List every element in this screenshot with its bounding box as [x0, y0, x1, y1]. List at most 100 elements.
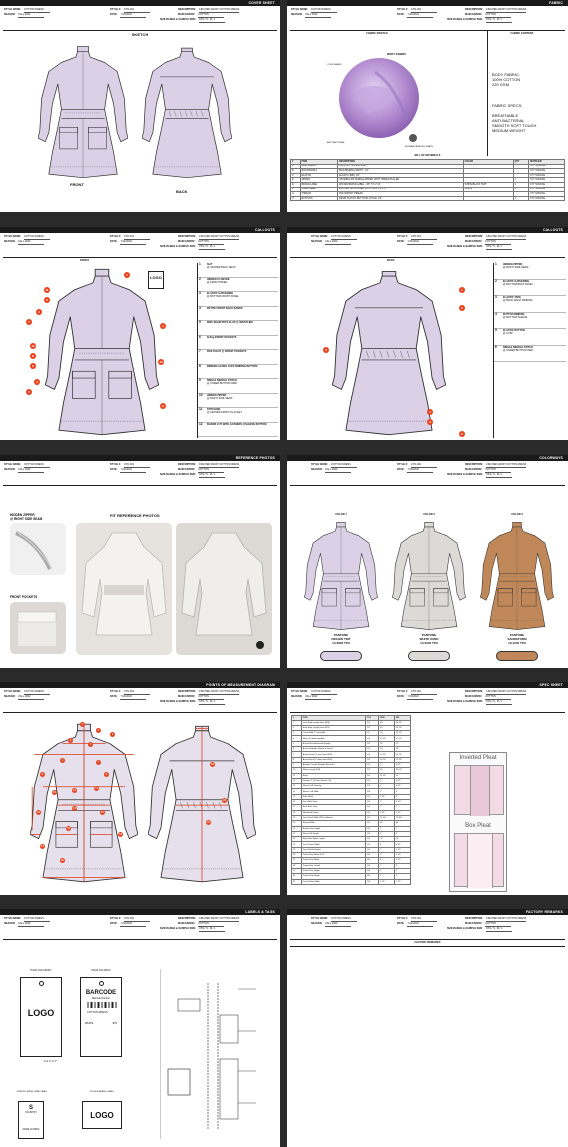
size-value: XXS / S , M / L	[198, 245, 225, 250]
date-value: 7-08-2022	[407, 240, 434, 245]
callout-number: 4	[495, 311, 497, 316]
style-no-value: CTD-001	[410, 917, 437, 922]
sketch-title: SKETCH	[131, 32, 149, 37]
page-labels-tags: LABELS & TAGS STYLE NAME:COTTON DRESS SE…	[0, 909, 280, 1147]
divider	[290, 257, 565, 258]
callout-detail: @ UNDER BOTTOM HEM	[207, 382, 237, 386]
description-key: DESCRIPTION:	[465, 463, 483, 466]
pom-marker: 10	[52, 790, 57, 795]
back-label: BACK	[176, 189, 188, 194]
style-no-key: STYLE #:	[110, 917, 121, 920]
bom-cell: 4	[512, 195, 530, 202]
tech-pack-header: STYLE NAME:COTTON DRESS SEASON:FALL 2022…	[287, 917, 568, 935]
style-name-key: STYLE NAME:	[311, 235, 328, 238]
tag-size: 2.2 X 4.7"	[44, 1059, 58, 1063]
callout-title: ELASTIC GATHERING	[207, 292, 234, 295]
page-title-bar: COLORWAYS	[287, 455, 568, 461]
callout-title: ELASTIC BUTTON	[503, 329, 525, 332]
callout-title: PETITE FRONT BACK BANDS	[207, 306, 243, 310]
size-key: SIZE RANGE & SAMPLE SIZE:	[160, 927, 196, 930]
factory-remarks-area[interactable]	[290, 949, 565, 1141]
date-value: 7-08-2022	[407, 695, 434, 700]
size-key: SIZE RANGE & SAMPLE SIZE:	[447, 700, 483, 703]
inverted-pleat-swatch	[454, 765, 504, 816]
size-key: SIZE RANGE & SAMPLE SIZE:	[447, 18, 483, 21]
pom-marker: 13	[36, 810, 41, 815]
style-no-value: CTD-001	[123, 690, 150, 695]
callout-title: STITCHING	[207, 408, 221, 411]
callout-title: HIDDEN ZIPPER	[207, 393, 227, 397]
size-key: SIZE RANGE & SAMPLE SIZE:	[160, 245, 196, 248]
callout-marker: 11	[44, 287, 50, 293]
description-value: CINCHED WAIST COTTON DRESS	[485, 690, 527, 695]
pantone-name: ORCHID TINT	[331, 637, 351, 641]
size-value: XXS / S , M / L	[485, 473, 512, 478]
factory-remarks-title: FACTORY REMARKS	[414, 941, 441, 944]
callout-title: SLIT	[207, 263, 213, 266]
box-pleat-label: Box Pleat	[465, 823, 491, 829]
page-fabric: FABRIC STYLE NAME:COTTON DRESS SEASON:FA…	[287, 0, 568, 212]
page-reference-photos: REFERENCE PHOTOS STYLE NAME:COTTON DRESS…	[0, 455, 280, 668]
description-key: DESCRIPTION:	[178, 8, 196, 11]
callout-title: BLINDS CUT WITH GATHERS @SLEEVE BOTTOM	[207, 422, 267, 426]
front-sketch	[44, 268, 160, 436]
callout-marker: 12	[30, 343, 36, 349]
season-key: SEASON:	[4, 468, 16, 471]
callout-marker: 9	[160, 403, 166, 409]
page-title-bar: FABRIC	[287, 0, 568, 6]
fabric-value: COTTON	[485, 13, 512, 18]
date-value: 7-08-2022	[120, 695, 147, 700]
fabric-key: MAIN FABRIC:	[465, 695, 483, 698]
callout-number: 10	[199, 392, 203, 397]
callout-marker: 5	[26, 389, 32, 395]
inverted-pleat-label: Inverted Pleat	[459, 755, 497, 761]
divider	[290, 30, 565, 31]
spec-cell: Front Pocket Width	[300, 878, 367, 885]
date-value: 7-08-2022	[407, 922, 434, 927]
front-label: FRONT	[70, 182, 84, 187]
callout-detail: @ UNDER BOTTOM HEM	[503, 348, 533, 352]
tech-pack-header: STYLE NAME:COTTON DRESS SEASON:FALL 2022…	[287, 690, 568, 708]
divider	[290, 939, 565, 940]
date-value: 7-08-2022	[407, 13, 434, 18]
pom-marker: 15	[100, 810, 105, 815]
hang-tag-logo: LOGO	[27, 1008, 55, 1018]
size-value: XXS / S , M / L	[485, 700, 512, 705]
size-key: SIZE RANGE & SAMPLE SIZE:	[447, 927, 483, 930]
fabric-swatch-title: FABRIC SWATCH	[366, 32, 388, 35]
spec-line: BREATHABLE	[492, 113, 519, 118]
callout-detail: @ BOTTOM FRONT PANEL	[207, 295, 239, 299]
hang-tag-back: BARCODE Barcode Number COTTON DRESS WHIT…	[80, 977, 122, 1057]
style-no-key: STYLE #:	[397, 917, 408, 920]
tag-color: WHITE	[85, 1022, 94, 1025]
season-value: FALL 2022	[325, 922, 352, 927]
pom-marker: 4	[68, 738, 73, 743]
callout-number: 1	[495, 262, 497, 266]
style-name-key: STYLE NAME:	[4, 917, 21, 920]
divider	[290, 946, 565, 947]
callout-marker: 4	[160, 323, 166, 329]
callout-marker: 3	[323, 347, 329, 353]
pom-marker: 1	[80, 722, 85, 727]
fabric-value: COTTON	[198, 695, 225, 700]
season-key: SEASON:	[311, 922, 323, 925]
fabric-key: MAIN FABRIC:	[465, 240, 483, 243]
size-value: XXS / S , M / L	[198, 18, 225, 23]
size-value: XXS / S , M / L	[485, 927, 512, 932]
tech-pack-header: STYLE NAME:COTTON DRESS SEASON:FALL 2022…	[287, 8, 568, 26]
description-key: DESCRIPTION:	[465, 8, 483, 11]
date-key: DATE:	[397, 13, 405, 16]
care-country: COUNTRY	[25, 1111, 37, 1114]
size-value: XXS / S , M / L	[198, 927, 225, 932]
page-cover-sheet: COVER SHEET STYLE NAME:COTTON DRESS SEAS…	[0, 0, 280, 212]
style-name-key: STYLE NAME:	[311, 463, 328, 466]
colorway-title: COLOR 3	[511, 513, 523, 516]
style-name-value: COTTON DRESS	[23, 917, 50, 922]
